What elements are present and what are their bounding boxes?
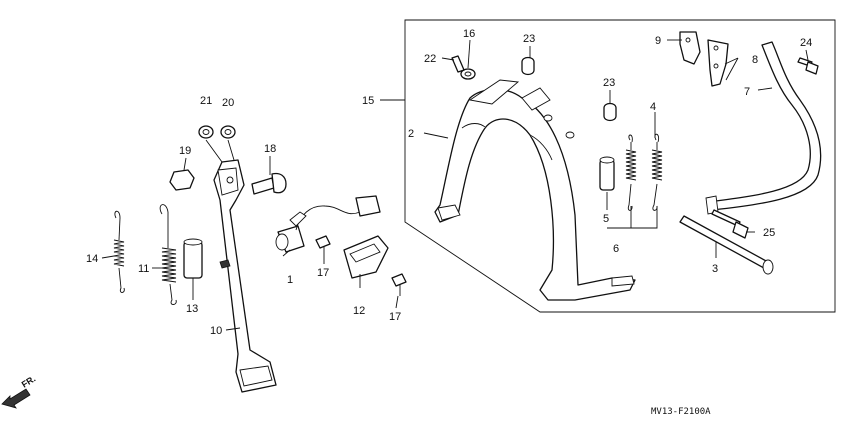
callout-14: 14 <box>86 253 98 265</box>
rubber-23-upper <box>521 56 535 76</box>
pin-small <box>219 259 231 269</box>
callouts: 1 2 3 4 5 6 7 8 9 10 11 12 13 14 15 16 1… <box>20 28 812 417</box>
washer-16 <box>460 68 476 80</box>
callout-25: 25 <box>763 227 775 239</box>
nut-19 <box>169 169 195 191</box>
group-frame <box>404 19 836 313</box>
callout-20: 20 <box>222 97 234 109</box>
callout-17b: 17 <box>389 311 401 323</box>
callout-10: 10 <box>210 325 222 337</box>
bolt-17a <box>315 235 331 256</box>
center-stand <box>434 79 636 301</box>
front-arrow-icon <box>1 388 31 409</box>
pivot-bolt-18 <box>251 172 287 195</box>
callout-24: 24 <box>800 37 812 49</box>
callout-23b: 23 <box>603 77 615 89</box>
spring-inner <box>625 134 637 211</box>
stand-stopper <box>705 41 822 215</box>
cotter-pin-22 <box>451 55 465 73</box>
callout-12: 12 <box>353 305 365 317</box>
callout-17a: 17 <box>317 267 329 279</box>
callout-8: 8 <box>752 54 758 66</box>
side-stand <box>213 159 277 393</box>
callout-2: 2 <box>408 128 414 140</box>
callout-18: 18 <box>264 143 276 155</box>
callout-22: 22 <box>424 53 436 65</box>
washer-leader <box>205 139 235 163</box>
callout-13: 13 <box>186 303 198 315</box>
collar <box>599 156 615 191</box>
bolt-25 <box>711 209 749 239</box>
leader-lines <box>101 39 809 331</box>
diagram-code: MV13-F2100A <box>651 407 711 417</box>
spring-14 <box>113 210 125 293</box>
callout-21: 21 <box>200 95 212 107</box>
collar-13 <box>183 238 203 279</box>
callout-11: 11 <box>138 263 149 275</box>
callout-3: 3 <box>712 263 718 275</box>
callout-5: 5 <box>603 213 609 225</box>
washer-20 <box>220 125 236 139</box>
bolt-17b <box>391 273 407 296</box>
spring-outer <box>651 133 663 211</box>
switch-cover <box>343 235 389 279</box>
washer-21 <box>198 125 214 139</box>
callout-23a: 23 <box>523 33 535 45</box>
spring-11 <box>159 204 177 305</box>
callout-19: 19 <box>179 145 191 157</box>
callout-16: 16 <box>463 28 475 40</box>
sidestand-switch <box>275 195 381 253</box>
callout-7: 7 <box>744 86 750 98</box>
bracket-8 <box>707 39 729 87</box>
pivot-pin <box>679 215 774 275</box>
rubber-23-lower <box>603 102 617 122</box>
bolt-24 <box>797 57 819 75</box>
callout-15: 15 <box>362 95 374 107</box>
callout-9: 9 <box>655 35 661 47</box>
callout-4: 4 <box>650 101 656 113</box>
direction-label: FR. <box>20 374 38 390</box>
callout-1: 1 <box>287 274 293 286</box>
callout-6: 6 <box>613 243 619 255</box>
bracket-9 <box>679 31 701 65</box>
